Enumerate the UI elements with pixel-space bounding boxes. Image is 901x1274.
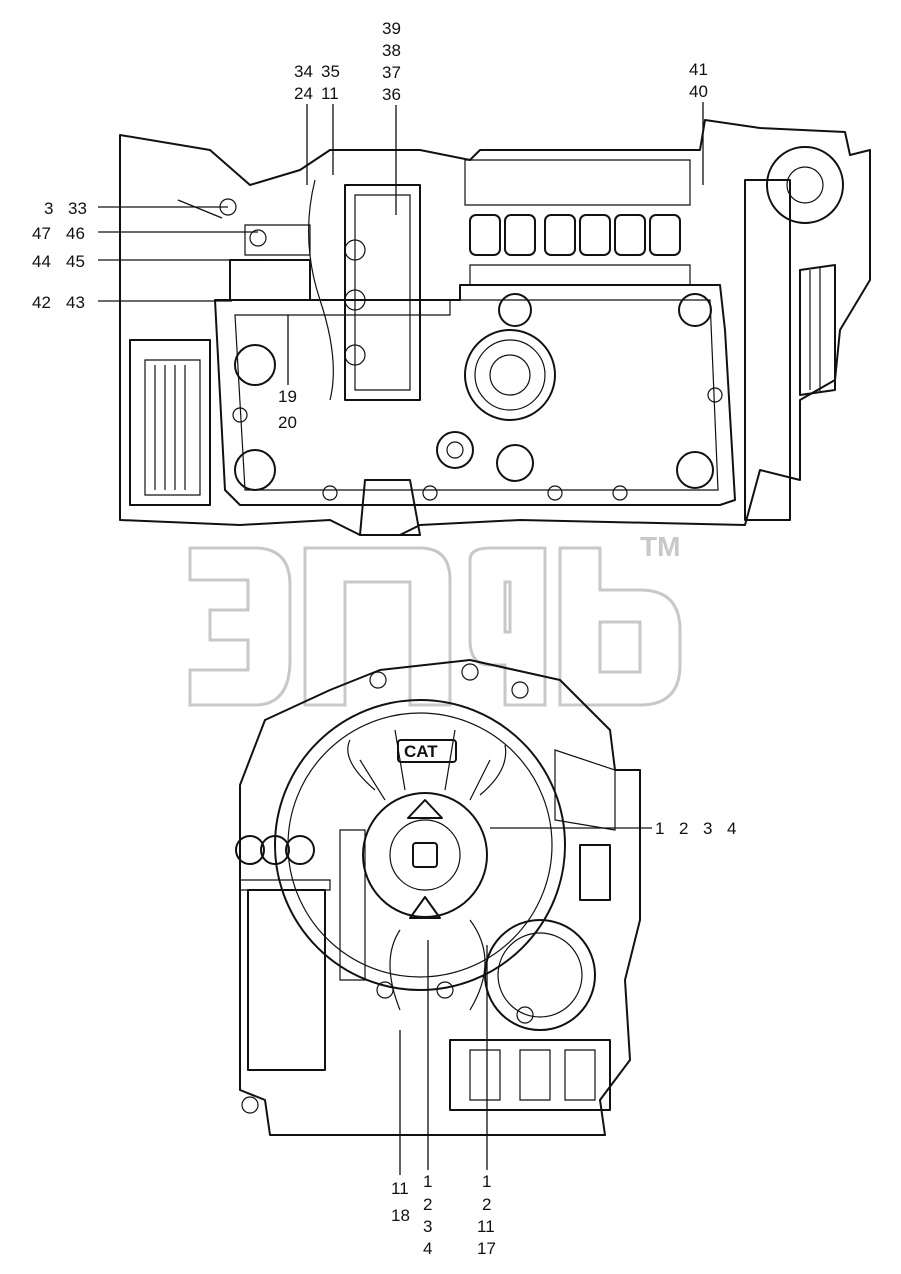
callout-44: 44 [32,252,51,271]
callout-38: 38 [382,41,401,60]
callout-36: 36 [382,85,401,104]
callout-3: 3 [44,199,53,218]
callout-43: 43 [66,293,85,312]
callout-d17: 17 [477,1239,496,1258]
callout-b3: 3 [423,1217,432,1236]
callout-11: 11 [321,84,339,103]
callout-19: 19 [278,387,297,406]
callout-45: 45 [66,252,85,271]
callout-39: 39 [382,19,401,38]
callout-34: 34 [294,62,313,81]
callout-r3: 3 [703,819,712,838]
callout-46: 46 [66,224,85,243]
callout-b1: 1 [423,1172,432,1191]
callout-d1: 1 [482,1172,491,1191]
injector-row [464,159,691,286]
bottom-callouts: 1 2 3 4 11 18 1 2 3 4 1 2 11 17 [391,819,736,1258]
callout-d2: 2 [482,1195,491,1214]
callout-b4: 4 [423,1239,432,1258]
callout-42: 42 [32,293,51,312]
engine-top-view [119,119,871,536]
callout-20: 20 [278,413,297,432]
callout-r1: 1 [655,819,664,838]
watermark-trademark: TM [640,531,680,562]
cat-badge: CAT [404,742,438,761]
callout-24: 24 [294,84,313,103]
watermark-logo: TM [188,531,682,707]
callout-a18: 18 [391,1206,410,1225]
callout-r2: 2 [679,819,688,838]
callout-40: 40 [689,82,708,101]
callout-a11: 11 [391,1179,409,1198]
callout-47: 47 [32,224,51,243]
callout-b2: 2 [423,1195,432,1214]
callout-37: 37 [382,63,401,82]
callout-33: 33 [68,199,87,218]
callout-r4: 4 [727,819,736,838]
callout-35: 35 [321,62,340,81]
callout-d11: 11 [477,1217,495,1236]
callout-41: 41 [689,60,708,79]
top-callouts: 39 38 37 36 34 35 24 11 41 40 3 33 47 46… [32,19,708,432]
engine-flywheel-view: CAT [235,659,641,1136]
